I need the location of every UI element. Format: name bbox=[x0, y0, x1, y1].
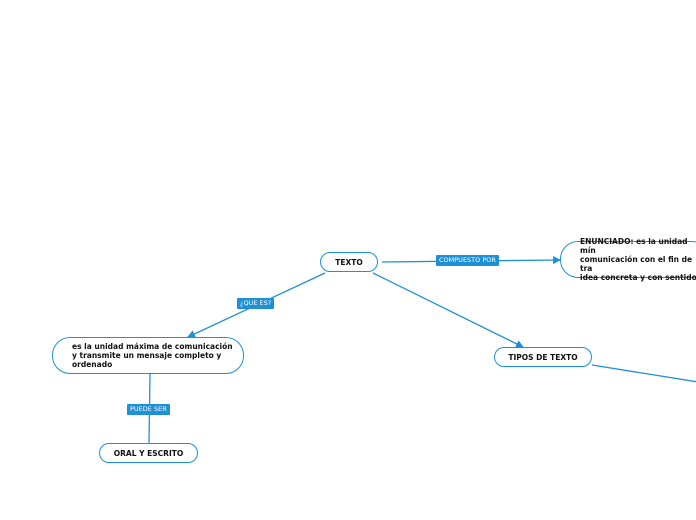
node-enunciado-label: ENUNCIADO: es la unidad mín comunicación… bbox=[580, 237, 696, 282]
node-definicion-label: es la unidad máxima de comunicación y tr… bbox=[72, 342, 233, 369]
edge-label-que-es: ¿QUE ES? bbox=[237, 298, 275, 309]
node-definicion[interactable]: es la unidad máxima de comunicación y tr… bbox=[52, 337, 244, 374]
node-enunciado[interactable]: ENUNCIADO: es la unidad mín comunicación… bbox=[560, 237, 696, 282]
node-oral-escrito-label: ORAL Y ESCRITO bbox=[113, 448, 184, 458]
edge-label-puede-ser: PUEDE SER bbox=[127, 404, 170, 415]
node-tipos-label: TIPOS DE TEXTO bbox=[508, 352, 578, 362]
node-tipos-de-texto[interactable]: TIPOS DE TEXTO bbox=[494, 347, 592, 367]
edge-texto-tipos bbox=[372, 272, 524, 348]
edge-label-compuesto-por: COMPUESTO POR bbox=[436, 255, 499, 266]
edge-tipos-offscreen bbox=[591, 364, 696, 383]
node-texto[interactable]: TEXTO bbox=[320, 252, 378, 272]
node-texto-label: TEXTO bbox=[335, 257, 363, 267]
node-oral-escrito[interactable]: ORAL Y ESCRITO bbox=[99, 443, 198, 463]
